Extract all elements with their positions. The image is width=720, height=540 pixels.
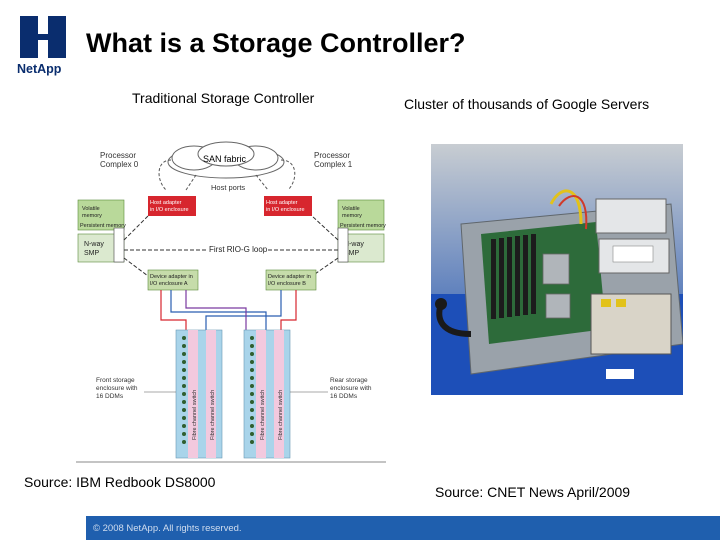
rear-storage-enclosure: Fibre channel switch Fibre channel switc… — [243, 329, 291, 459]
footer-bar — [86, 516, 720, 540]
san-fabric-label: SAN fabric — [203, 154, 247, 164]
host-adapter-left — [148, 196, 196, 216]
netapp-logo: NetApp — [16, 14, 72, 78]
device-adapter-right — [265, 269, 317, 291]
rio-g-left — [113, 227, 125, 263]
left-source: Source: IBM Redbook DS8000 — [24, 474, 216, 490]
svg-text:Fibre channel switch: Fibre channel switch — [278, 390, 284, 440]
google-server-photo — [431, 144, 684, 395]
right-source: Source: CNET News April/2009 — [435, 484, 631, 500]
rio-g-loop-label: First RIO-G loop — [209, 245, 268, 254]
logo-text: NetApp — [17, 62, 62, 76]
slide-title: What is a Storage Controller? — [86, 28, 466, 58]
svg-text:Device adapter inI/O enclosure: Device adapter inI/O enclosure A — [150, 274, 193, 287]
svg-text:Fibre channel switch: Fibre channel switch — [260, 390, 266, 440]
volatile-memory-right — [337, 199, 385, 231]
right-caption: Cluster of thousands of Google Servers — [404, 96, 650, 112]
host-adapter-right — [264, 196, 312, 216]
front-storage-enclosure: Fibre channel switch Fibre channel switc… — [175, 329, 223, 459]
volatile-memory-left — [77, 199, 125, 231]
rio-g-right — [337, 227, 349, 263]
san-fabric-cloud: SAN fabric — [167, 141, 285, 179]
host-ports-label: Host ports — [211, 183, 245, 192]
svg-text:Fibre channel switch: Fibre channel switch — [210, 390, 216, 440]
svg-text:Fibre channel switch: Fibre channel switch — [192, 390, 198, 440]
device-adapter-left — [147, 269, 199, 291]
svg-text:Device adapter inI/O enclosure: Device adapter inI/O enclosure B — [268, 274, 311, 287]
netapp-logo-icon: NetApp — [17, 16, 66, 76]
copyright-text: © 2008 NetApp. All rights reserved. — [93, 523, 242, 534]
left-caption: Traditional Storage Controller — [132, 90, 315, 106]
